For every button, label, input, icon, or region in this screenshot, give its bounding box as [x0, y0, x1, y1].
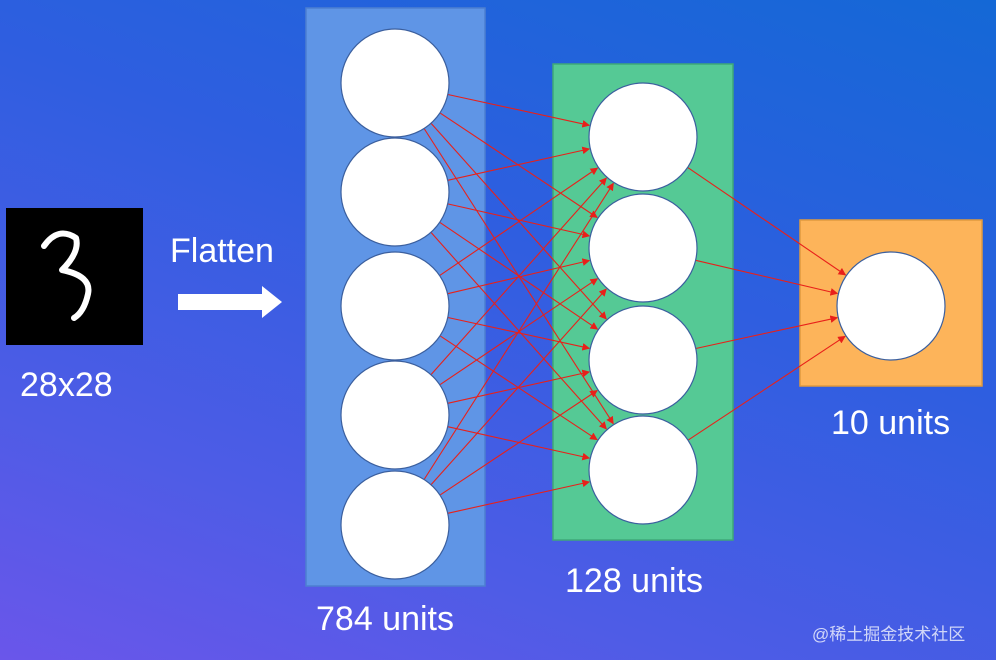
flatten-label: Flatten: [170, 232, 274, 270]
layer-128-label: 128 units: [565, 562, 703, 600]
connection-edge: [439, 112, 598, 218]
layer1-node: [340, 137, 450, 247]
flatten-arrow-icon: [178, 286, 282, 318]
connection-edge: [447, 146, 591, 181]
handwritten-digit-three: [41, 230, 92, 321]
connection-edge: [447, 479, 591, 514]
connection-edge: [447, 316, 591, 351]
connection-edge: [687, 166, 847, 276]
layer3-node: [836, 251, 946, 361]
connection-edge: [695, 259, 839, 296]
layer2-node: [588, 82, 698, 192]
layer1-node: [340, 28, 450, 138]
layer2-node: [588, 193, 698, 303]
connections: [423, 93, 847, 514]
connection-edge: [439, 390, 598, 496]
connection-edge: [447, 203, 591, 239]
connection-edge: [439, 167, 599, 277]
layer-784-label: 784 units: [316, 600, 454, 638]
layer1-node: [340, 251, 450, 361]
input-size-label: 28x28: [20, 366, 113, 404]
watermark: @稀土掘金技术社区: [812, 625, 966, 644]
neurons: [340, 28, 946, 580]
connection-edge: [695, 315, 839, 350]
layer2-node: [588, 415, 698, 525]
connection-edge: [430, 288, 607, 486]
connection-edge: [430, 177, 607, 376]
connection-edge: [423, 182, 614, 480]
connection-edge: [447, 93, 591, 128]
connection-edge: [687, 335, 846, 441]
layer1-node: [340, 470, 450, 580]
layer2-node: [588, 305, 698, 415]
layer1-node: [340, 360, 450, 470]
layer-10-label: 10 units: [831, 404, 951, 442]
